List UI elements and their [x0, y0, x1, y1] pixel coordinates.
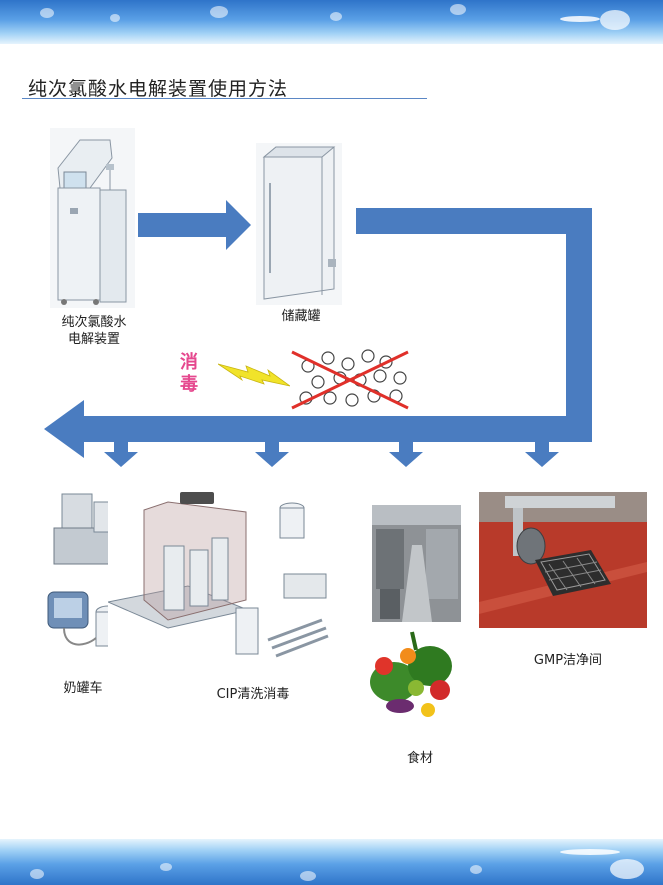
- device-label-line2: 电解装置: [67, 332, 120, 347]
- device-label-line1: 纯次氯酸水: [61, 315, 127, 330]
- bottom-banner: [0, 839, 663, 885]
- device-label: 纯次氯酸水 电解装置: [44, 314, 144, 348]
- kitchen-photo: [372, 505, 461, 622]
- gmp-cleanroom-photo: [479, 492, 647, 628]
- disinfect-char2: 毒: [180, 374, 198, 395]
- lightning-icon: [218, 363, 290, 387]
- disinfect-char1: 消: [180, 352, 198, 373]
- tank-label: 储藏罐: [281, 309, 321, 324]
- storage-tank-image: [256, 143, 342, 305]
- top-banner: [0, 0, 663, 44]
- disinfect-label: 消 毒: [180, 352, 198, 396]
- distribution-pipe: [44, 208, 592, 467]
- cip-label: CIP清洗消毒: [216, 687, 290, 702]
- title-underline: [22, 98, 427, 99]
- page-title: 纯次氯酸水电解装置使用方法: [28, 78, 289, 100]
- electrolysis-device-image: [50, 128, 135, 308]
- milk-truck-label: 奶罐车: [63, 681, 103, 696]
- food-label: 食材: [406, 751, 433, 766]
- vegetables-image: [364, 626, 462, 724]
- flow-arrow-right: [138, 200, 251, 250]
- cip-equipment-image: [108, 490, 330, 668]
- gmp-label: GMP洁净间: [533, 653, 603, 668]
- bacteria-crossed-icon: [291, 349, 409, 410]
